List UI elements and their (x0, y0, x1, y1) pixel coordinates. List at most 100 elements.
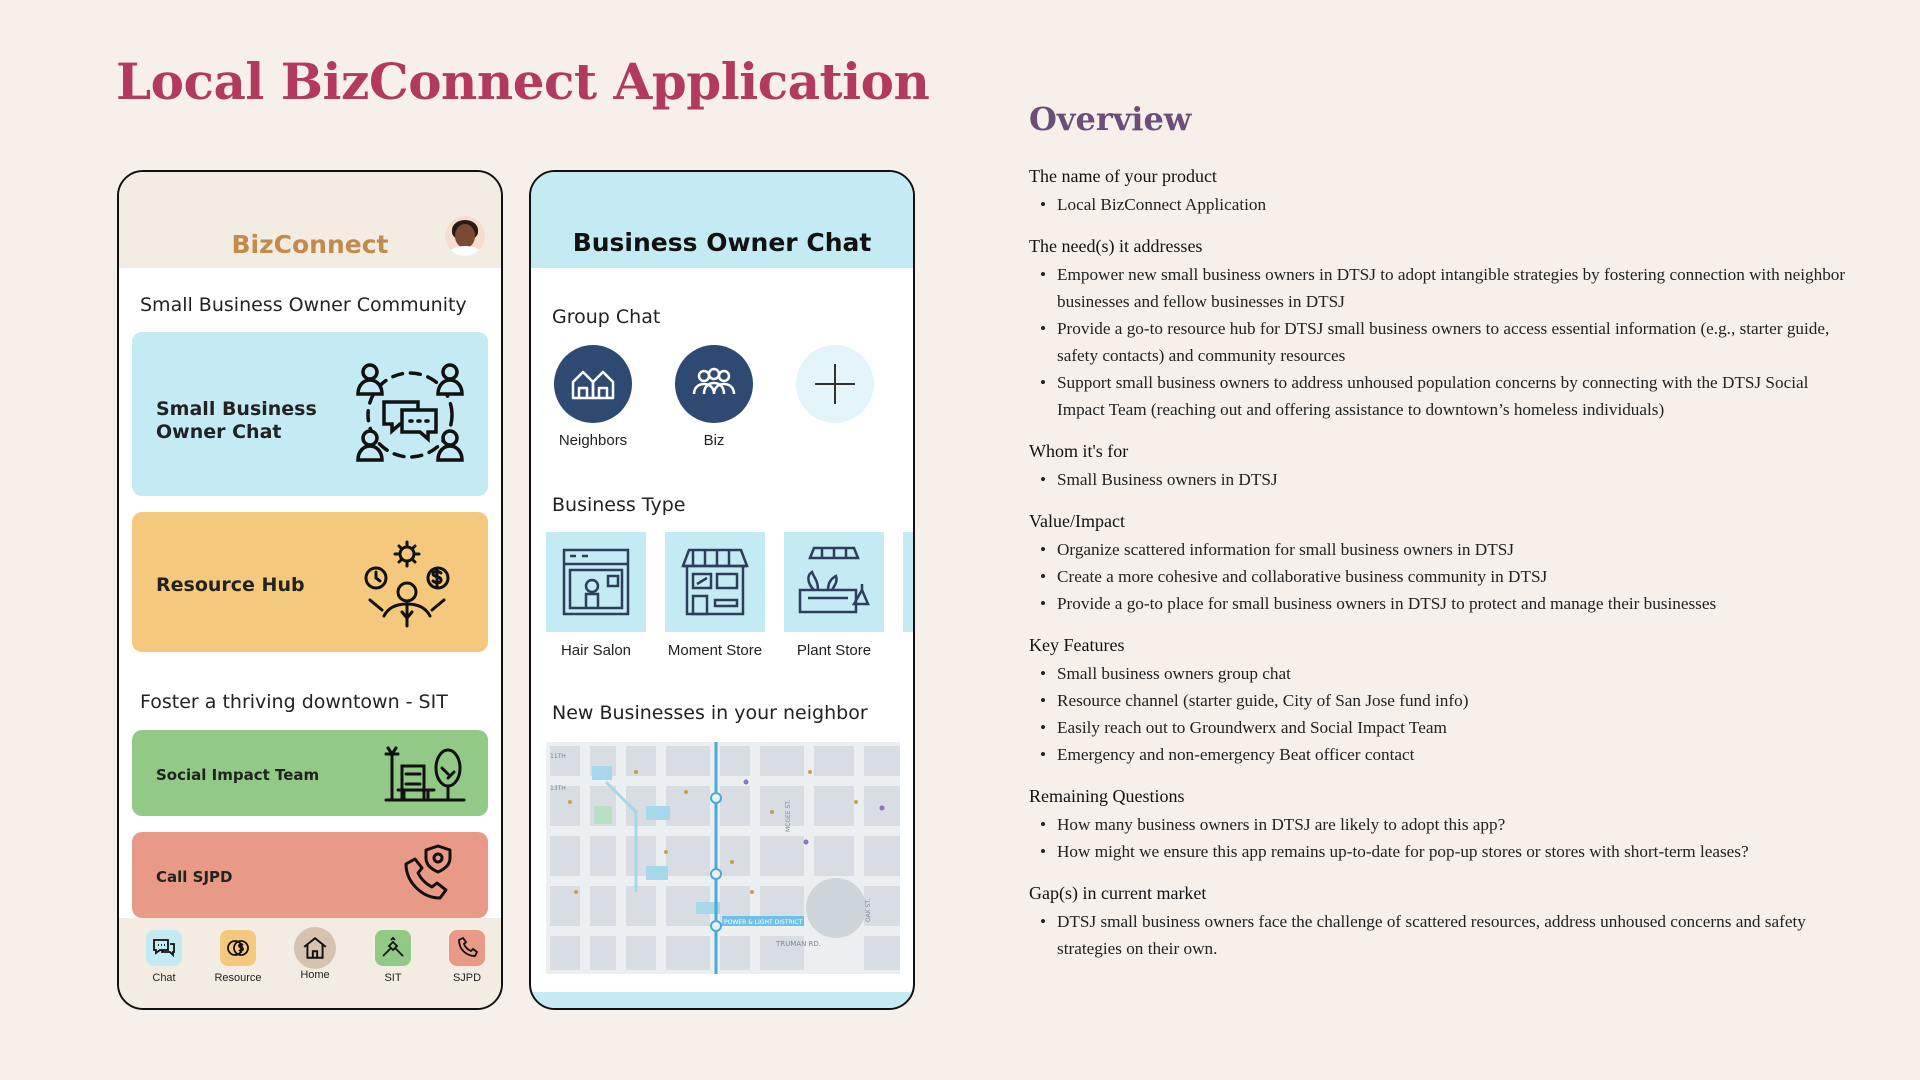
nav-home[interactable]: Home (285, 927, 345, 981)
map-street1-label: MCGEE ST. (785, 800, 792, 832)
overview-list-item: Small business owners group chat (1040, 660, 1849, 687)
page-title: Local BizConnect Application (116, 52, 930, 111)
overview-section: The name of your productLocal BizConnect… (1029, 166, 1849, 218)
overview-section: Value/ImpactOrganize scattered informati… (1029, 511, 1849, 617)
map-district-label: POWER & LIGHT DISTRICT (724, 919, 803, 926)
handshake-icon (375, 930, 411, 966)
app-header: BizConnect (119, 172, 501, 268)
overview-list-item: Empower new small business owners in DTS… (1040, 261, 1849, 315)
overview-section-heading: Key Features (1029, 635, 1125, 655)
overview-list-item: Provide a go-to place for small business… (1040, 590, 1849, 617)
chat-phone-mockup: Business Owner Chat Group Chat Neighbors… (529, 170, 915, 1010)
overview-list-item: DTSJ small business owners face the chal… (1040, 908, 1849, 962)
map-street4-label: OAK ST. (865, 899, 872, 922)
group-chat-label: Group Chat (552, 306, 661, 328)
phone-icon (449, 930, 485, 966)
plant-store-icon (798, 546, 870, 614)
nav-sit[interactable]: SIT (363, 930, 423, 984)
social-impact-team-card-label: Social Impact Team (156, 766, 320, 784)
business-type-hair-salon-label: Hair Salon (560, 642, 632, 659)
nav-sit-label: SIT (384, 972, 402, 984)
call-sjpd-card-label: Call SJPD (156, 868, 233, 886)
overview-section-heading: Gap(s) in current market (1029, 883, 1207, 903)
overview-section-heading: Whom it's for (1029, 441, 1129, 461)
overview-list-item: Provide a go-to resource hub for DTSJ sm… (1040, 315, 1849, 369)
owner-chat-card-label: Small Business Owner Chat (156, 398, 317, 443)
overview-section-heading: Value/Impact (1029, 511, 1125, 531)
city-park-icon (384, 746, 466, 802)
overview-list-item: Easily reach out to Groundwerx and Socia… (1040, 714, 1849, 741)
overview-list-item: How might we ensure this app remains up-… (1040, 838, 1849, 865)
nav-resource[interactable]: Resource (208, 930, 268, 984)
overview-section-list: Empower new small business owners in DTS… (1029, 261, 1849, 423)
business-type-moment-store[interactable] (665, 532, 765, 632)
group-biz[interactable] (675, 345, 753, 423)
add-group-button[interactable] (796, 345, 874, 423)
chat-icon (146, 930, 182, 966)
money-icon (220, 930, 256, 966)
overview-section-heading: The name of your product (1029, 166, 1217, 186)
business-type-plant-store[interactable] (784, 532, 884, 632)
business-type-next[interactable] (903, 532, 913, 632)
overview-section-list: DTSJ small business owners face the chal… (1029, 908, 1849, 962)
nav-resource-label: Resource (214, 972, 262, 984)
map-street2-label: 11TH (550, 753, 566, 760)
overview-list-item: Support small business owners to address… (1040, 369, 1849, 423)
business-type-plant-store-label: Plant Store (796, 642, 872, 659)
store-icon (681, 548, 749, 616)
overview-section: Remaining QuestionsHow many business own… (1029, 786, 1849, 865)
community-chat-icon (356, 363, 464, 462)
call-sjpd-card[interactable]: Call SJPD (132, 832, 488, 918)
nav-chat[interactable]: Chat (134, 930, 194, 984)
overview-list-item: Local BizConnect Application (1040, 191, 1849, 218)
social-impact-team-card[interactable]: Social Impact Team (132, 730, 488, 816)
resource-hub-card-label: Resource Hub (156, 574, 305, 596)
overview-section-list: Small Business owners in DTSJ (1029, 466, 1849, 493)
nav-sjpd-label: SJPD (452, 972, 482, 984)
salon-icon (562, 548, 630, 616)
downtown-section-label: Foster a thriving downtown - SIT (140, 691, 448, 713)
resource-hub-card[interactable]: Resource Hub (132, 512, 488, 652)
nav-home-label: Home (300, 969, 330, 981)
owner-chat-card[interactable]: Small Business Owner Chat (132, 332, 488, 496)
overview-section: The need(s) it addressesEmpower new smal… (1029, 236, 1849, 423)
plus-icon (815, 364, 855, 404)
avatar[interactable] (445, 216, 485, 256)
overview-section-list: Small business owners group chatResource… (1029, 660, 1849, 768)
business-type-moment-store-label: Moment Store (667, 642, 763, 659)
overview-list-item: How many business owners in DTSJ are lik… (1040, 811, 1849, 838)
overview-list-item: Resource channel (starter guide, City of… (1040, 687, 1849, 714)
neighborhood-map[interactable]: POWER & LIGHT DISTRICT TRUMAN RD. 11TH 1… (546, 742, 900, 974)
map-road-label: TRUMAN RD. (775, 940, 821, 948)
overview-list-item: Small Business owners in DTSJ (1040, 466, 1849, 493)
map-graphic: POWER & LIGHT DISTRICT TRUMAN RD. 11TH 1… (546, 742, 900, 974)
community-section-label: Small Business Owner Community (140, 294, 467, 316)
overview-list-item: Create a more cohesive and collaborative… (1040, 563, 1849, 590)
bottom-nav: Chat Resource Home SIT SJPD (119, 918, 501, 1008)
business-type-hair-salon[interactable] (546, 532, 646, 632)
overview-section: Gap(s) in current marketDTSJ small busin… (1029, 883, 1849, 962)
houses-icon (571, 370, 615, 400)
overview-list-item: Emergency and non-emergency Beat officer… (1040, 741, 1849, 768)
nav-sjpd[interactable]: SJPD (437, 930, 497, 984)
overview-section-heading: Remaining Questions (1029, 786, 1185, 806)
overview-list-item: Organize scattered information for small… (1040, 536, 1849, 563)
overview-section: Whom it's forSmall Business owners in DT… (1029, 441, 1849, 493)
resource-hub-icon (364, 540, 450, 628)
group-biz-label: Biz (703, 432, 725, 449)
group-neighbors-label: Neighbors (558, 432, 628, 449)
chat-header-title: Business Owner Chat (572, 228, 872, 257)
police-call-icon (404, 844, 452, 900)
chat-footer (531, 992, 913, 1008)
overview-section: Key FeaturesSmall business owners group … (1029, 635, 1849, 768)
people-icon (692, 367, 736, 395)
overview-section-list: Local BizConnect Application (1029, 191, 1849, 218)
chat-header: Business Owner Chat (531, 172, 913, 268)
home-icon (294, 927, 336, 969)
overview-section-list: Organize scattered information for small… (1029, 536, 1849, 617)
nav-chat-label: Chat (152, 972, 176, 984)
group-neighbors[interactable] (554, 345, 632, 423)
new-businesses-label: New Businesses in your neighbor (552, 702, 868, 724)
map-street3-label: 13TH (550, 785, 566, 792)
business-type-label: Business Type (552, 494, 686, 516)
